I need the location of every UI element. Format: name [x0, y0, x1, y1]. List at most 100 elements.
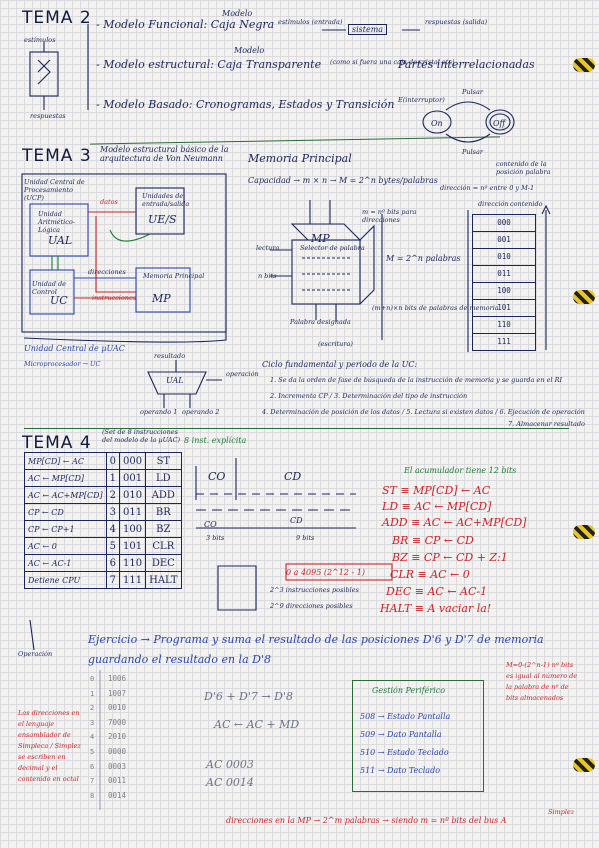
decod-label: Palabra designada [290, 318, 351, 326]
ciclo-step4: 7. Almacenar resultado [508, 420, 585, 428]
address-column: 0 1 2 3 4 5 6 7 8 [90, 672, 94, 803]
ues-box [135, 187, 185, 235]
memory-value: 2010 [108, 732, 127, 742]
ciclo-step2: 2. Incrementa CP / 3. Determinación del … [270, 392, 468, 400]
tema2-line2-top: Modelo [234, 46, 265, 55]
tema2-respuestas: respuestas [30, 112, 66, 120]
gestion-509: 509 → Dato Pantalla [360, 730, 442, 739]
def-ld: LD ≡ AC ← MP[CD] [382, 500, 492, 513]
control-line [109, 229, 151, 242]
address: 4 [90, 733, 95, 742]
tema2-line3: - Modelo Basado: Cronogramas, Estados y … [96, 98, 395, 111]
dir-posibles: 2^9 direcciones posibles [270, 602, 353, 610]
state-off: Off [493, 119, 506, 128]
tema3-title: TEMA 3 [22, 146, 92, 166]
bus-datos-down [95, 216, 136, 293]
format-cd: CD [284, 470, 302, 483]
ual-box [29, 203, 89, 257]
ues-label: Unidades de entrada/salida [142, 192, 190, 208]
tema2-event: E(interruptor) [398, 96, 445, 104]
mp-rows [302, 257, 352, 291]
ual-box-text: UAL [48, 234, 73, 247]
uc-box-text: UC [50, 294, 68, 307]
microproc-label: Microprocesador → UC [24, 360, 101, 368]
mp-box-side [359, 224, 375, 305]
tema2-block-icon [29, 51, 59, 97]
def-add: ADD ≡ AC ← AC+MP[CD] [382, 516, 527, 529]
acumulador-note: El acumulador tiene 12 bits [404, 466, 517, 475]
tema2-pulsar-top: Pulsar [462, 88, 483, 96]
tema2-title: TEMA 2 [22, 8, 92, 28]
ual-small-text: UAL [166, 376, 184, 385]
tema2-estimulos: estímulos [24, 36, 56, 44]
def-clr: CLR ≡ AC ← 0 [390, 568, 470, 581]
ual-symbol-io [163, 360, 222, 408]
gestion-508: 508 → Estado Pantalla [360, 712, 451, 721]
tema2-line2-end: Partes interrelacionadas [398, 58, 535, 71]
uc-box [29, 269, 75, 315]
tema2-line1: - Modelo Funcional: Caja Negra [96, 18, 275, 31]
address: 6 [90, 762, 95, 771]
gestion-box [352, 680, 484, 792]
format-cd-2: CD [290, 516, 303, 525]
memory-value: 7000 [108, 717, 127, 727]
def-st: ST ≡ MP[CD] ← AC [382, 484, 491, 497]
architecture-frame [21, 173, 227, 333]
ues-box-text: UE/S [148, 213, 177, 226]
mp-label: Memoria Principal [143, 272, 205, 280]
mem-cell: 111 [472, 333, 536, 351]
format-co-2: CO [204, 520, 217, 529]
contenido-note: contenido de la posición palabra [496, 160, 551, 176]
mp-io-lines [270, 200, 337, 322]
operacion-arrow [29, 619, 35, 651]
tema2-sistema-box: sistema [348, 24, 388, 35]
gestion-510: 510 → Estado Teclado [360, 748, 449, 757]
table-cell-mnemonic: HALT [145, 571, 182, 589]
ac-value-2: AC 0014 [206, 776, 254, 789]
memory-value: 1006 [108, 674, 127, 683]
tema2-block-arrows [37, 59, 51, 85]
tema2-pulsar-bottom: Pulsar [462, 148, 483, 156]
memory-value: 1007 [108, 688, 127, 698]
capacidad-text: Capacidad → m × n → M = 2^n bytes/palabr… [248, 176, 438, 185]
right-note: M=0-(2^n-1) nº bits es igual al número d… [506, 661, 578, 702]
table-cell-num: 7 [105, 571, 121, 589]
address: 3 [90, 718, 95, 727]
address: 7 [90, 777, 95, 786]
memory-value: 0003 [108, 761, 127, 771]
def-halt: HALT ≡ A vaciar la! [380, 602, 492, 615]
tema4-subtitle: (Set de 8 instrucciones del modelo de la… [102, 428, 181, 444]
table-cell-mnemonic: ADD [145, 486, 182, 504]
direccion-note: dirección = nº entre 0 y M-1 [440, 184, 535, 192]
escritura-label: (escritura) [318, 340, 353, 348]
ual-symbol [147, 371, 207, 395]
ciclo-step3: 4. Determinación de posición de los dato… [262, 408, 585, 416]
n-bits-label: n bits [258, 272, 277, 280]
state-on: On [431, 119, 443, 128]
mem-title: Memoria Principal [248, 152, 352, 165]
mp-box-body [291, 239, 361, 305]
expr-sum: D'6 + D'7 → D'8 [204, 690, 293, 703]
transition-top [445, 101, 491, 111]
def-dec: DEC ≡ AC ← AC-1 [386, 585, 488, 598]
state-on-circle [422, 110, 452, 134]
mp-box [135, 267, 191, 313]
table-cell-num: 0 [105, 452, 121, 470]
range-label: 0 a 4095 (2^12 - 1) [286, 568, 365, 577]
resultado-label: resultado [154, 352, 186, 360]
address: 1 [90, 689, 95, 698]
operando1-label: operando 1 [140, 408, 178, 416]
tema4-title: TEMA 4 [22, 433, 92, 453]
memory-value: 0000 [108, 746, 127, 756]
bits3-label: 3 bits [206, 534, 225, 542]
tema4-note: 8 inst. explícita [184, 436, 247, 445]
ual-label: Unidad Aritmético-Lógica [38, 210, 75, 234]
bits9-label: 9 bits [296, 534, 315, 542]
